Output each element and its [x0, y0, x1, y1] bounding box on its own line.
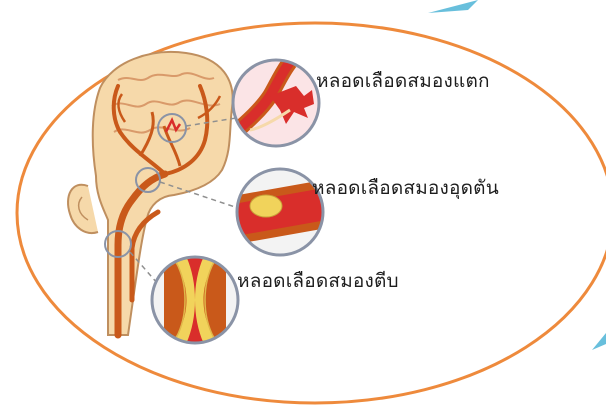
label-rupture: หลอดเลือดสมองแตก [316, 70, 490, 92]
label-narrowing: หลอดเลือดสมองตีบ [237, 270, 399, 292]
narrowing-callout-icon [152, 256, 238, 344]
label-blockage: หลอดเลือดสมองอุดตัน [312, 177, 499, 199]
